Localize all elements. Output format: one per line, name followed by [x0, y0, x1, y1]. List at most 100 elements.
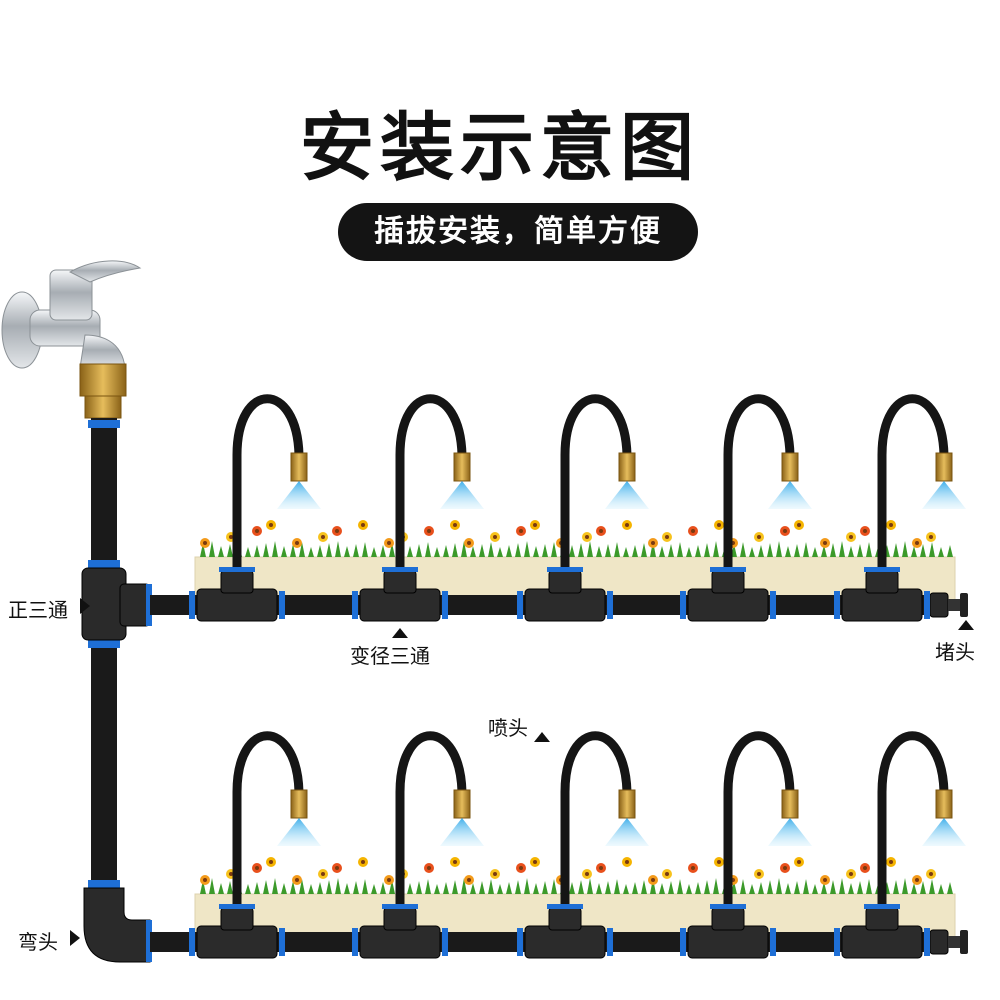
tee-branch-port	[548, 570, 582, 594]
spray-mist	[768, 818, 812, 846]
tee-branch-port	[383, 907, 417, 931]
blue-ring	[680, 591, 686, 619]
blue-ring	[517, 591, 523, 619]
hose	[723, 394, 795, 584]
spray-mist	[605, 481, 649, 509]
elbow-fitting	[83, 887, 152, 963]
branch	[834, 731, 966, 959]
branch	[834, 394, 966, 622]
blue-ring	[547, 567, 583, 572]
hose	[395, 394, 467, 584]
label-elbow: 弯头	[18, 930, 58, 954]
blue-ring	[382, 567, 418, 572]
tee-branch-port	[383, 570, 417, 594]
reducing-tee-fitting	[359, 588, 441, 622]
tee-branch-port	[711, 907, 745, 931]
flower-bed	[200, 857, 953, 894]
hose	[723, 731, 795, 921]
blue-ring	[189, 928, 195, 956]
blue-ring	[219, 567, 255, 572]
faucet	[1, 260, 142, 419]
supply-pipe	[88, 418, 120, 928]
branch	[189, 394, 321, 622]
blue-ring	[442, 591, 448, 619]
blue-ring	[219, 904, 255, 909]
blue-ring	[607, 928, 613, 956]
blue-ring	[680, 928, 686, 956]
hose	[395, 731, 467, 921]
spray-mist	[768, 481, 812, 509]
hose	[877, 394, 949, 584]
end-plug-cap	[948, 936, 962, 948]
brass-nozzle	[453, 452, 471, 482]
reducing-tee-fitting	[687, 588, 769, 622]
arrow-end-plug	[958, 620, 974, 630]
brass-nozzle	[781, 789, 799, 819]
reducing-tee-fitting	[359, 925, 441, 959]
end-plug-knob	[960, 593, 968, 617]
blue-ring	[834, 928, 840, 956]
blue-ring	[834, 591, 840, 619]
hose	[877, 731, 949, 921]
blue-ring	[924, 928, 930, 956]
blue-ring	[547, 904, 583, 909]
brass-nozzle	[781, 452, 799, 482]
reducing-tee-fitting	[841, 925, 923, 959]
blue-ring	[710, 567, 746, 572]
blue-ring	[864, 904, 900, 909]
blue-ring	[607, 591, 613, 619]
label-end-plug: 堵头	[935, 640, 975, 664]
blue-ring	[279, 591, 285, 619]
branch	[680, 394, 812, 622]
reducing-tee-fitting	[196, 925, 278, 959]
branch	[517, 394, 649, 622]
blue-ring	[352, 928, 358, 956]
blue-ring	[517, 928, 523, 956]
blue-ring	[770, 928, 776, 956]
end-plug-knob	[960, 930, 968, 954]
arrow-nozzle	[534, 732, 550, 742]
flower-bed	[200, 520, 953, 557]
blue-ring	[710, 904, 746, 909]
hose	[232, 731, 304, 921]
spray-mist	[922, 818, 966, 846]
reducing-tee-fitting	[524, 925, 606, 959]
blue-ring	[924, 591, 930, 619]
spray-mist	[277, 481, 321, 509]
end-plug-cap	[948, 599, 962, 611]
label-tee-equal: 正三通	[8, 598, 68, 622]
subtitle-badge: 插拔安装，简单方便	[338, 203, 698, 261]
label-nozzle: 喷头	[488, 716, 528, 740]
equal-tee-fitting	[81, 567, 152, 641]
brass-nozzle	[290, 452, 308, 482]
hose	[560, 731, 632, 921]
blue-ring	[352, 591, 358, 619]
brass-nozzle	[935, 789, 953, 819]
branch	[680, 731, 812, 959]
spray-mist	[440, 481, 484, 509]
lower-row	[150, 731, 968, 959]
arrow-elbow	[70, 930, 80, 946]
upper-row	[150, 394, 968, 622]
brass-nozzle	[618, 452, 636, 482]
reducing-tee-fitting	[524, 588, 606, 622]
spray-mist	[922, 481, 966, 509]
brass-nozzle	[453, 789, 471, 819]
branch	[517, 731, 649, 959]
blue-ring	[864, 567, 900, 572]
brass-nozzle	[290, 789, 308, 819]
arrow-tee-equal	[80, 598, 90, 614]
brass-nozzle	[935, 452, 953, 482]
page-title: 安装示意图	[300, 105, 700, 191]
label-tee-reducing: 变径三通	[350, 644, 430, 668]
tee-branch-port	[548, 907, 582, 931]
reducing-tee-fitting	[841, 588, 923, 622]
reducing-tee-fitting	[687, 925, 769, 959]
spray-mist	[277, 818, 321, 846]
blue-ring	[189, 591, 195, 619]
blue-ring	[382, 904, 418, 909]
brass-nozzle	[618, 789, 636, 819]
tee-branch-port	[220, 907, 254, 931]
blue-ring	[770, 591, 776, 619]
